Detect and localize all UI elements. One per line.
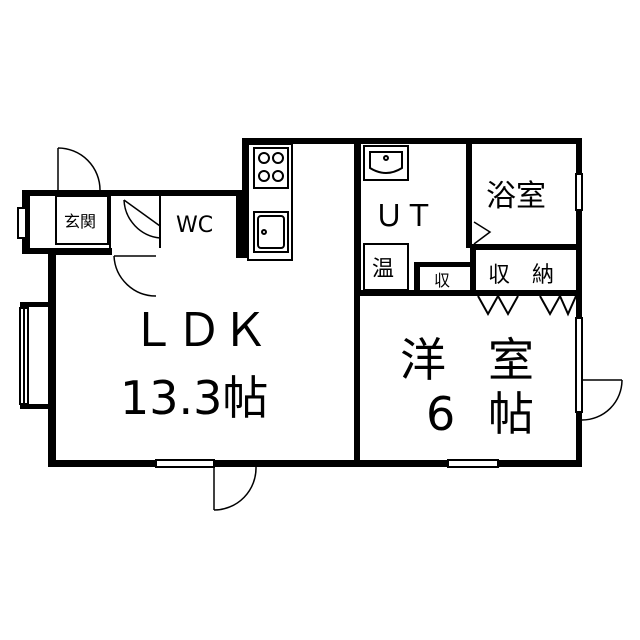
door-swings — [57, 147, 623, 511]
western-room-label-1: 洋 — [400, 333, 446, 387]
stove-icon — [253, 147, 289, 189]
ldk-size-label: 13.3帖 — [120, 371, 268, 425]
bath-label: 浴室 — [486, 179, 546, 214]
water-heater-label: 温 — [372, 257, 394, 282]
ut-label: ＵＴ — [374, 199, 434, 234]
walls — [20, 138, 582, 467]
windows — [17, 173, 583, 468]
sink-icon — [253, 211, 289, 253]
western-room-unit: 帖 — [488, 387, 534, 441]
wc-label: WC — [176, 213, 213, 238]
western-room-size: 6 — [426, 387, 455, 441]
entrance-label: 玄関 — [64, 212, 96, 231]
small-storage-label: 収 — [434, 271, 450, 290]
storage-label: 収 納 — [488, 263, 554, 288]
thin-lines — [55, 143, 577, 317]
ldk-name-label: ＬＤＫ — [130, 303, 268, 357]
western-room-label-2: 室 — [488, 333, 534, 387]
washbasin-icon — [363, 145, 409, 181]
